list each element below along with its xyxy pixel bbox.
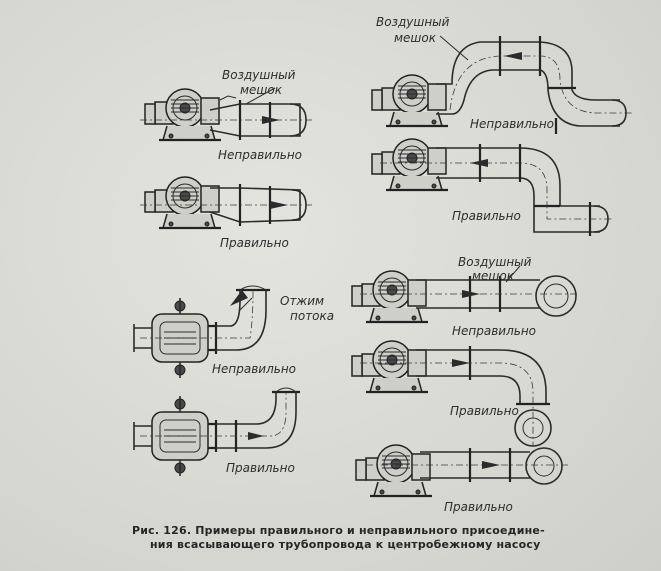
caption-line-1: Рис. 126. Примеры правильного и неправил…: [132, 524, 545, 537]
label-air-pocket-2b: мешок: [394, 31, 437, 45]
diagram-correct-elbow: [132, 387, 300, 478]
caption-line-2: ния всасывающего трубопровода к центробе…: [150, 538, 541, 551]
label-air-pocket-3a: Воздушный: [458, 255, 532, 269]
figure-caption: Рис. 126. Примеры правильного и неправил…: [110, 524, 630, 552]
label-air-pocket-2a: Воздушный: [376, 15, 450, 29]
diagram-incorrect-ring: [350, 265, 580, 324]
label-correct-5: Правильно: [444, 500, 513, 514]
label-correct-4: Правильно: [450, 404, 519, 418]
diagram-incorrect-hump: [370, 35, 632, 134]
diagram-incorrect-taper: [140, 87, 312, 142]
diagram-correct-taper: [140, 175, 312, 230]
label-flow-push-a: Отжим: [280, 294, 324, 308]
diagram-correct-ring-down: [350, 339, 552, 447]
diagram-correct-downbend: [370, 137, 612, 236]
diagram-correct-straight-ring: [354, 443, 570, 498]
label-flow-push-b: потока: [290, 309, 334, 323]
label-incorrect-3: Неправильно: [212, 362, 296, 376]
label-air-pocket-3b: мешок: [472, 269, 515, 283]
label-air-pocket-1a: Воздушный: [222, 68, 296, 82]
label-incorrect-2: Неправильно: [470, 117, 554, 131]
label-correct-2: Правильно: [452, 209, 521, 223]
label-air-pocket-1b: мешок: [240, 83, 283, 97]
label-incorrect-1: Неправильно: [218, 148, 302, 162]
label-correct-3: Правильно: [226, 461, 295, 475]
label-correct-1: Правильно: [220, 236, 289, 250]
diagram-incorrect-elbow: [132, 285, 270, 380]
label-incorrect-4: Неправильно: [452, 324, 536, 338]
